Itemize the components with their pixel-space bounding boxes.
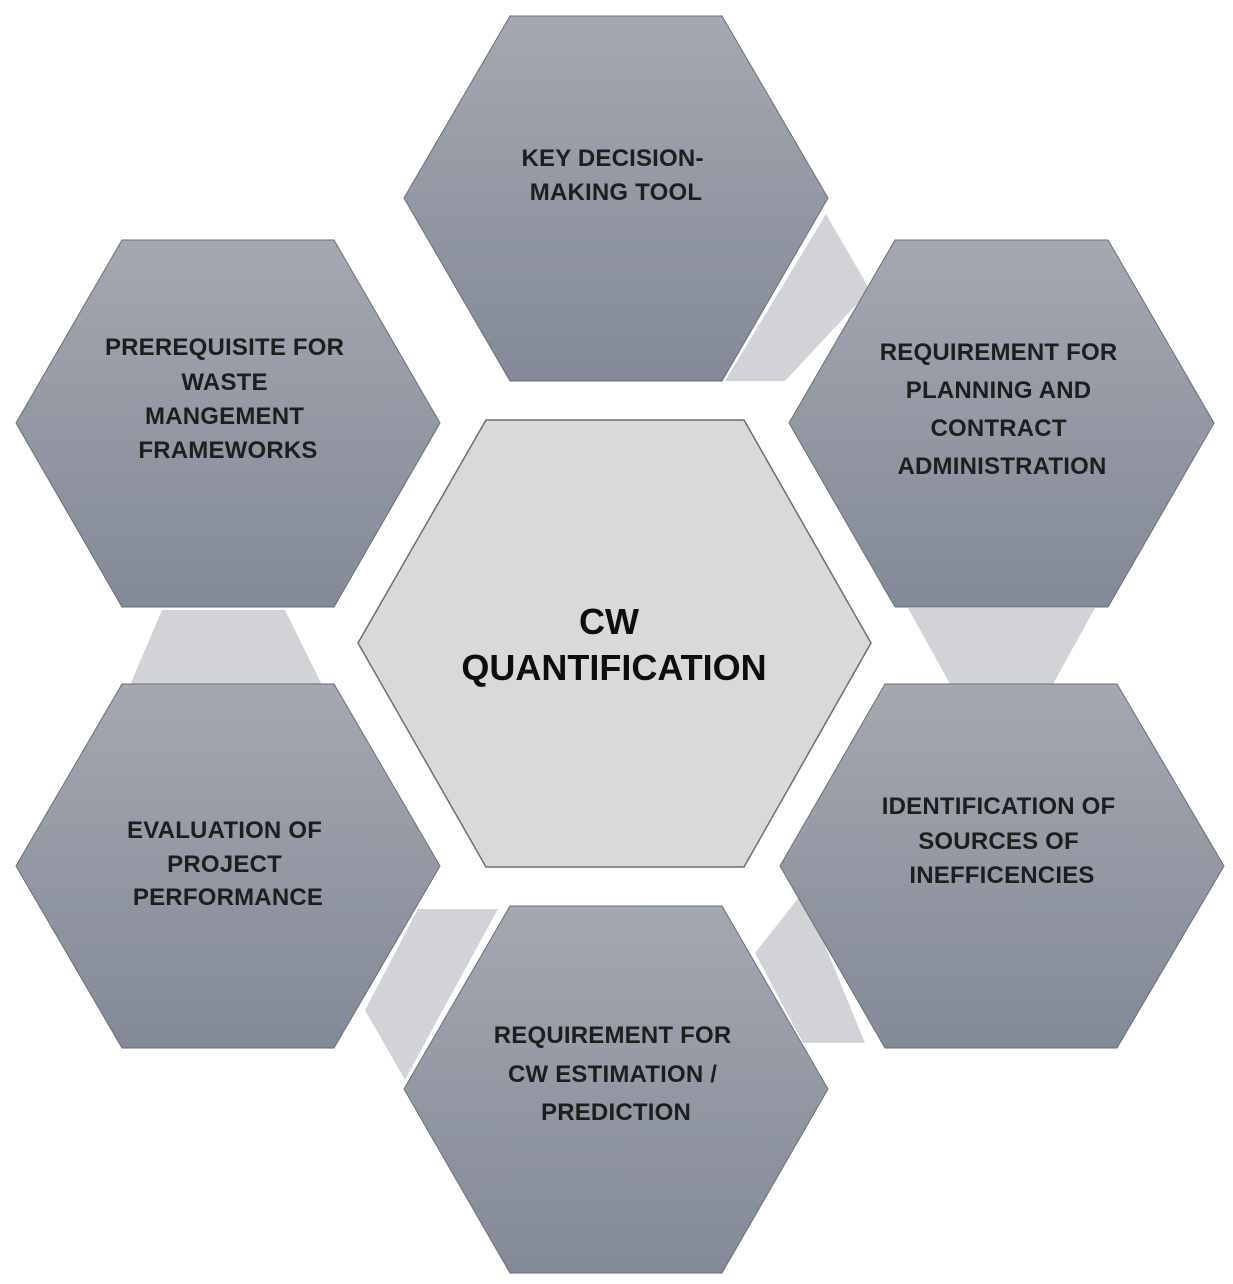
node-label: PREREQUISITE FOR WASTE MANGEMENT FRAMEWO… xyxy=(105,334,351,464)
node-label-line: PLANNING AND xyxy=(906,377,1092,404)
node-label: REQUIREMENT FOR CW ESTIMATION / PREDICTI… xyxy=(494,1022,739,1126)
node-requirement-for-planning: REQUIREMENT FOR PLANNING AND CONTRACT AD… xyxy=(788,239,1215,608)
node-label: REQUIREMENT FOR PLANNING AND CONTRACT AD… xyxy=(880,339,1125,480)
center-node: CW QUANTIFICATION xyxy=(357,419,872,868)
node-prerequisite-for-waste: PREREQUISITE FOR WASTE MANGEMENT FRAMEWO… xyxy=(15,239,441,608)
hexagon-shape xyxy=(788,239,1215,608)
node-identification-of-sources: IDENTIFICATION OF SOURCES OF INEFFICENCI… xyxy=(779,683,1225,1049)
node-label-line: CW ESTIMATION / xyxy=(508,1061,717,1088)
hexagon-shape xyxy=(779,683,1225,1049)
connector-bottom-right xyxy=(755,892,865,1043)
node-label: EVALUATION OF PROJECT PERFORMANCE xyxy=(127,817,329,911)
connector-bands xyxy=(130,214,1095,1080)
outer-hexagons: KEY DECISION- MAKING TOOL REQUIREMENT FO… xyxy=(15,15,1225,1274)
hexagon-shape xyxy=(403,15,829,382)
node-label-line: MAKING TOOL xyxy=(530,179,702,206)
connector-left xyxy=(130,610,322,685)
center-label-line: CW xyxy=(579,601,639,642)
hexagon-shape xyxy=(403,905,829,1274)
node-label-line: REQUIREMENT FOR xyxy=(880,339,1118,366)
node-label-line: FRAMEWORKS xyxy=(138,437,317,464)
node-label-line: CONTRACT xyxy=(930,415,1066,442)
node-label-line: MANGEMENT xyxy=(145,403,304,430)
node-label-line: ADMINISTRATION xyxy=(897,453,1106,480)
node-label-line: INEFFICENCIES xyxy=(909,862,1094,889)
node-requirement-for-cw-estimation: REQUIREMENT FOR CW ESTIMATION / PREDICTI… xyxy=(403,905,829,1274)
center-label: CW QUANTIFICATION xyxy=(461,601,766,688)
hexagon-shape xyxy=(15,239,441,608)
hexagon-shape xyxy=(15,683,441,1049)
node-label-line: PREREQUISITE FOR xyxy=(105,334,344,361)
node-label-line: IDENTIFICATION OF xyxy=(882,793,1116,820)
center-hexagon-shape xyxy=(357,419,872,868)
node-label: IDENTIFICATION OF SOURCES OF INEFFICENCI… xyxy=(882,793,1122,889)
node-key-decision-making-tool: KEY DECISION- MAKING TOOL xyxy=(403,15,829,382)
connector-top-right xyxy=(725,214,870,381)
node-label-line: PREDICTION xyxy=(541,1099,691,1126)
node-label-line: KEY DECISION- xyxy=(521,145,703,172)
connector-bottom-left xyxy=(365,909,498,1080)
node-label-line: SOURCES OF xyxy=(918,828,1079,855)
connector-right xyxy=(908,608,1095,684)
center-label-line: QUANTIFICATION xyxy=(461,647,766,688)
node-label-line: PROJECT xyxy=(167,851,282,878)
node-label-line: EVALUATION OF xyxy=(127,817,322,844)
node-label-line: REQUIREMENT FOR xyxy=(494,1022,732,1049)
node-label: KEY DECISION- MAKING TOOL xyxy=(521,145,710,206)
node-label-line: WASTE xyxy=(181,369,267,396)
node-evaluation-of-performance: EVALUATION OF PROJECT PERFORMANCE xyxy=(15,683,441,1049)
node-label-line: PERFORMANCE xyxy=(133,884,323,911)
